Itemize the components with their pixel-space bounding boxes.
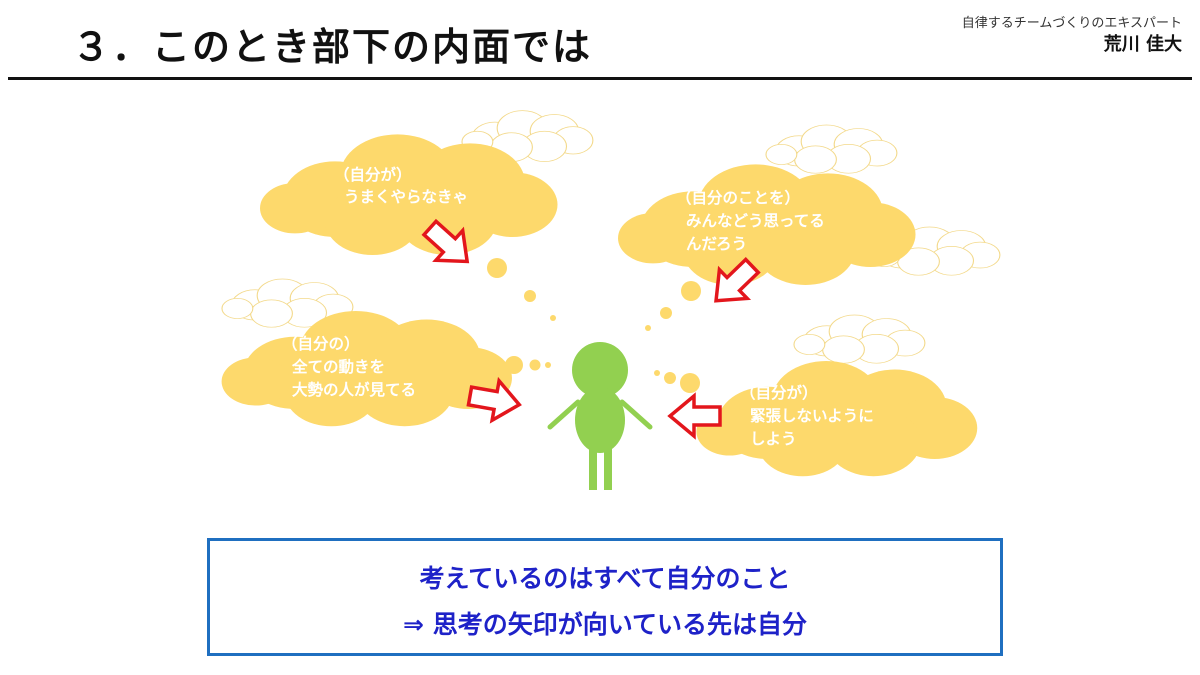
- thought-dots: [487, 258, 701, 393]
- title-divider: [8, 77, 1192, 80]
- thought-2-line-1: （自分のことを）: [676, 188, 800, 207]
- conclusion-box: 考えているのはすべて自分のこと ⇒ 思考の矢印が向いている先は自分: [207, 538, 1003, 656]
- thought-4-line-1: （自分が）: [740, 383, 818, 402]
- thought-3-line-3: 大勢の人が見てる: [292, 380, 416, 399]
- outline-cloud-5: [793, 314, 926, 364]
- thought-2-line-2: みんなどう思ってる: [686, 212, 825, 230]
- thought-illustration: （自分が） うまくやらなきゃ （自分のことを） みんなどう思ってる んだろう （…: [221, 110, 1001, 490]
- page-title: ３．このとき部下の内面では: [72, 25, 593, 69]
- thought-1-line-2: うまくやらなきゃ: [344, 188, 468, 206]
- thought-4-line-3: しよう: [750, 430, 797, 448]
- thought-3-line-2: 全ての動きを: [291, 357, 385, 376]
- conclusion-line-2: ⇒ 思考の矢印が向いている先は自分: [403, 610, 807, 639]
- thought-text-1: （自分が） うまくやらなきゃ: [334, 165, 468, 206]
- thought-text-2: （自分のことを） みんなどう思ってる んだろう: [676, 188, 830, 253]
- person-figure: [547, 342, 653, 490]
- outline-cloud-2: [765, 124, 898, 174]
- thought-text-4: （自分が） 緊張しないように しよう: [740, 383, 879, 448]
- thought-text-3: （自分の） 全ての動きを 大勢の人が見てる: [282, 334, 416, 399]
- thought-2-line-3: んだろう: [686, 235, 747, 253]
- thought-1-line-1: （自分が）: [334, 165, 412, 184]
- thought-3-line-1: （自分の）: [282, 334, 360, 353]
- thought-4-line-2: 緊張しないように: [750, 407, 874, 425]
- author-tagline: 自律するチームづくりのエキスパート: [961, 16, 1182, 31]
- conclusion-line-1: 考えているのはすべて自分のこと: [419, 564, 791, 593]
- author-name: 荒川 佳大: [1103, 34, 1182, 55]
